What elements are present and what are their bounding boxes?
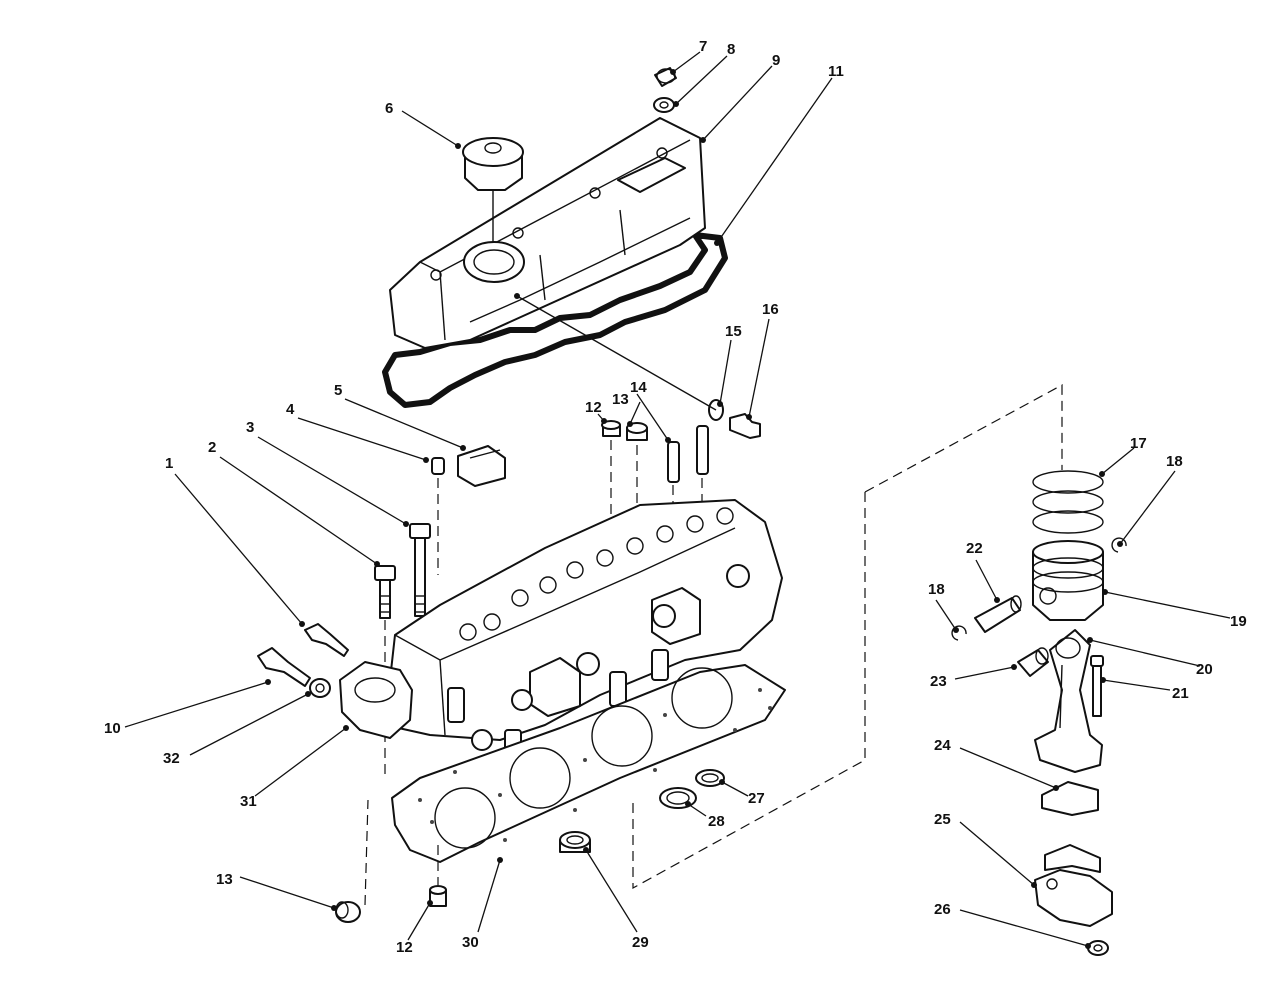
callout-16: 16 bbox=[762, 301, 779, 318]
connecting-rod bbox=[1034, 629, 1103, 773]
oil-filler-cap bbox=[462, 137, 524, 243]
injector-washer bbox=[309, 678, 331, 698]
callout-18-left: 18 bbox=[928, 581, 945, 598]
callout-15: 15 bbox=[725, 323, 742, 340]
callout-3: 3 bbox=[246, 419, 254, 436]
callout-30: 30 bbox=[462, 934, 479, 951]
callout-24: 24 bbox=[934, 737, 951, 754]
callout-6: 6 bbox=[385, 100, 393, 117]
callout-18-right: 18 bbox=[1166, 453, 1183, 470]
callout-2: 2 bbox=[208, 439, 216, 456]
core-plug-bottom bbox=[429, 845, 447, 907]
callout-29: 29 bbox=[632, 934, 649, 951]
callout-10: 10 bbox=[104, 720, 121, 737]
callout-19: 19 bbox=[1230, 613, 1247, 630]
circlip-right bbox=[1111, 537, 1127, 553]
callout-31: 31 bbox=[240, 793, 257, 810]
callout-28: 28 bbox=[708, 813, 725, 830]
piston-rings bbox=[1032, 470, 1104, 534]
conrod-bolt bbox=[1090, 655, 1104, 717]
callout-9: 9 bbox=[772, 52, 780, 69]
callout-13-top: 13 bbox=[612, 391, 629, 408]
callout-12-top: 12 bbox=[585, 399, 602, 416]
bearing-nut bbox=[1087, 940, 1109, 956]
callout-23: 23 bbox=[930, 673, 947, 690]
heater-plug bbox=[304, 623, 349, 657]
callout-1: 1 bbox=[165, 455, 173, 472]
assembly-frame bbox=[632, 383, 1063, 890]
lifting-bracket bbox=[457, 445, 506, 487]
sealing-washer bbox=[653, 97, 675, 113]
head-gasket bbox=[391, 664, 786, 863]
seal-ring-small bbox=[695, 769, 725, 787]
bearing-cap-lower bbox=[1034, 844, 1113, 927]
callout-20: 20 bbox=[1196, 661, 1213, 678]
callout-4: 4 bbox=[286, 401, 295, 418]
gudgeon-pin bbox=[974, 595, 1022, 633]
head-bolt-long bbox=[409, 523, 431, 617]
leader-lines bbox=[124, 51, 1231, 949]
callout-7: 7 bbox=[699, 38, 707, 55]
piston bbox=[1032, 540, 1104, 621]
callouts: 1 2 3 4 5 6 7 8 9 11 10 12 13 14 15 16 1… bbox=[104, 38, 1247, 956]
callout-13-bottom: 13 bbox=[216, 871, 233, 888]
injector bbox=[257, 647, 311, 687]
callout-5: 5 bbox=[334, 382, 342, 399]
callout-27: 27 bbox=[748, 790, 765, 807]
callout-11: 11 bbox=[828, 63, 844, 80]
small-end-bush bbox=[1017, 647, 1049, 677]
bearing-shell-upper bbox=[1041, 781, 1099, 816]
cup-plug-bottom bbox=[335, 799, 369, 923]
callout-14: 14 bbox=[630, 379, 647, 396]
callout-8: 8 bbox=[727, 41, 735, 58]
seal-ring-sleeve bbox=[559, 831, 591, 853]
callout-26: 26 bbox=[934, 901, 951, 918]
callout-32: 32 bbox=[163, 750, 180, 767]
callout-12-bottom: 12 bbox=[396, 939, 413, 956]
callout-25: 25 bbox=[934, 811, 951, 828]
callout-17: 17 bbox=[1130, 435, 1147, 452]
plug bbox=[431, 457, 445, 575]
callout-22: 22 bbox=[966, 540, 983, 557]
callout-21: 21 bbox=[1172, 685, 1189, 702]
